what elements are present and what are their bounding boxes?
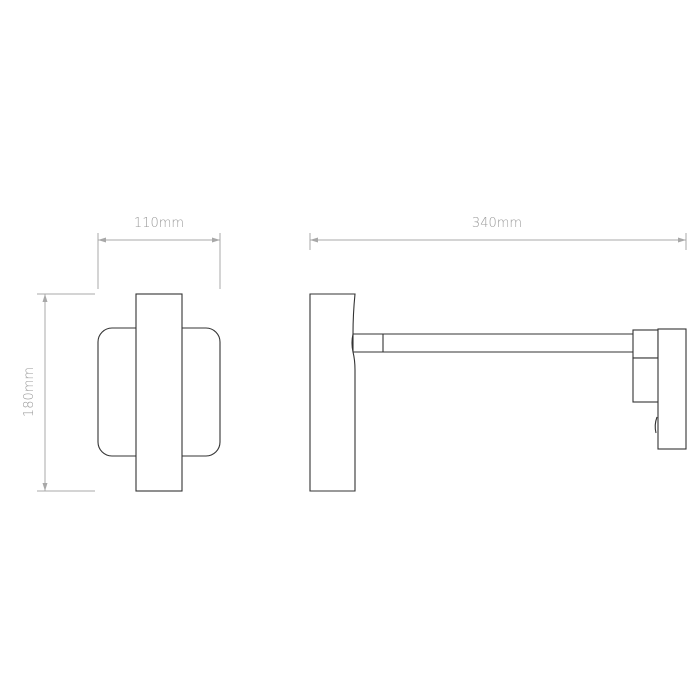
wall-plate-front (135, 293, 183, 492)
joint-block (632, 329, 659, 359)
wall-plate-side (309, 293, 356, 492)
switch-icon (654, 416, 658, 434)
lamp-head-side (657, 328, 687, 450)
projection-label: 340mm (472, 216, 522, 231)
width-label: 110mm (134, 216, 184, 231)
arm (352, 333, 638, 353)
front-view (97, 293, 221, 492)
projection-dimension: 340mm (309, 216, 687, 250)
switch-housing (632, 357, 660, 403)
side-view (309, 293, 687, 492)
height-label: 180mm (22, 367, 37, 417)
height-dimension: 180mm (22, 293, 95, 492)
width-dimension: 110mm (97, 216, 221, 289)
